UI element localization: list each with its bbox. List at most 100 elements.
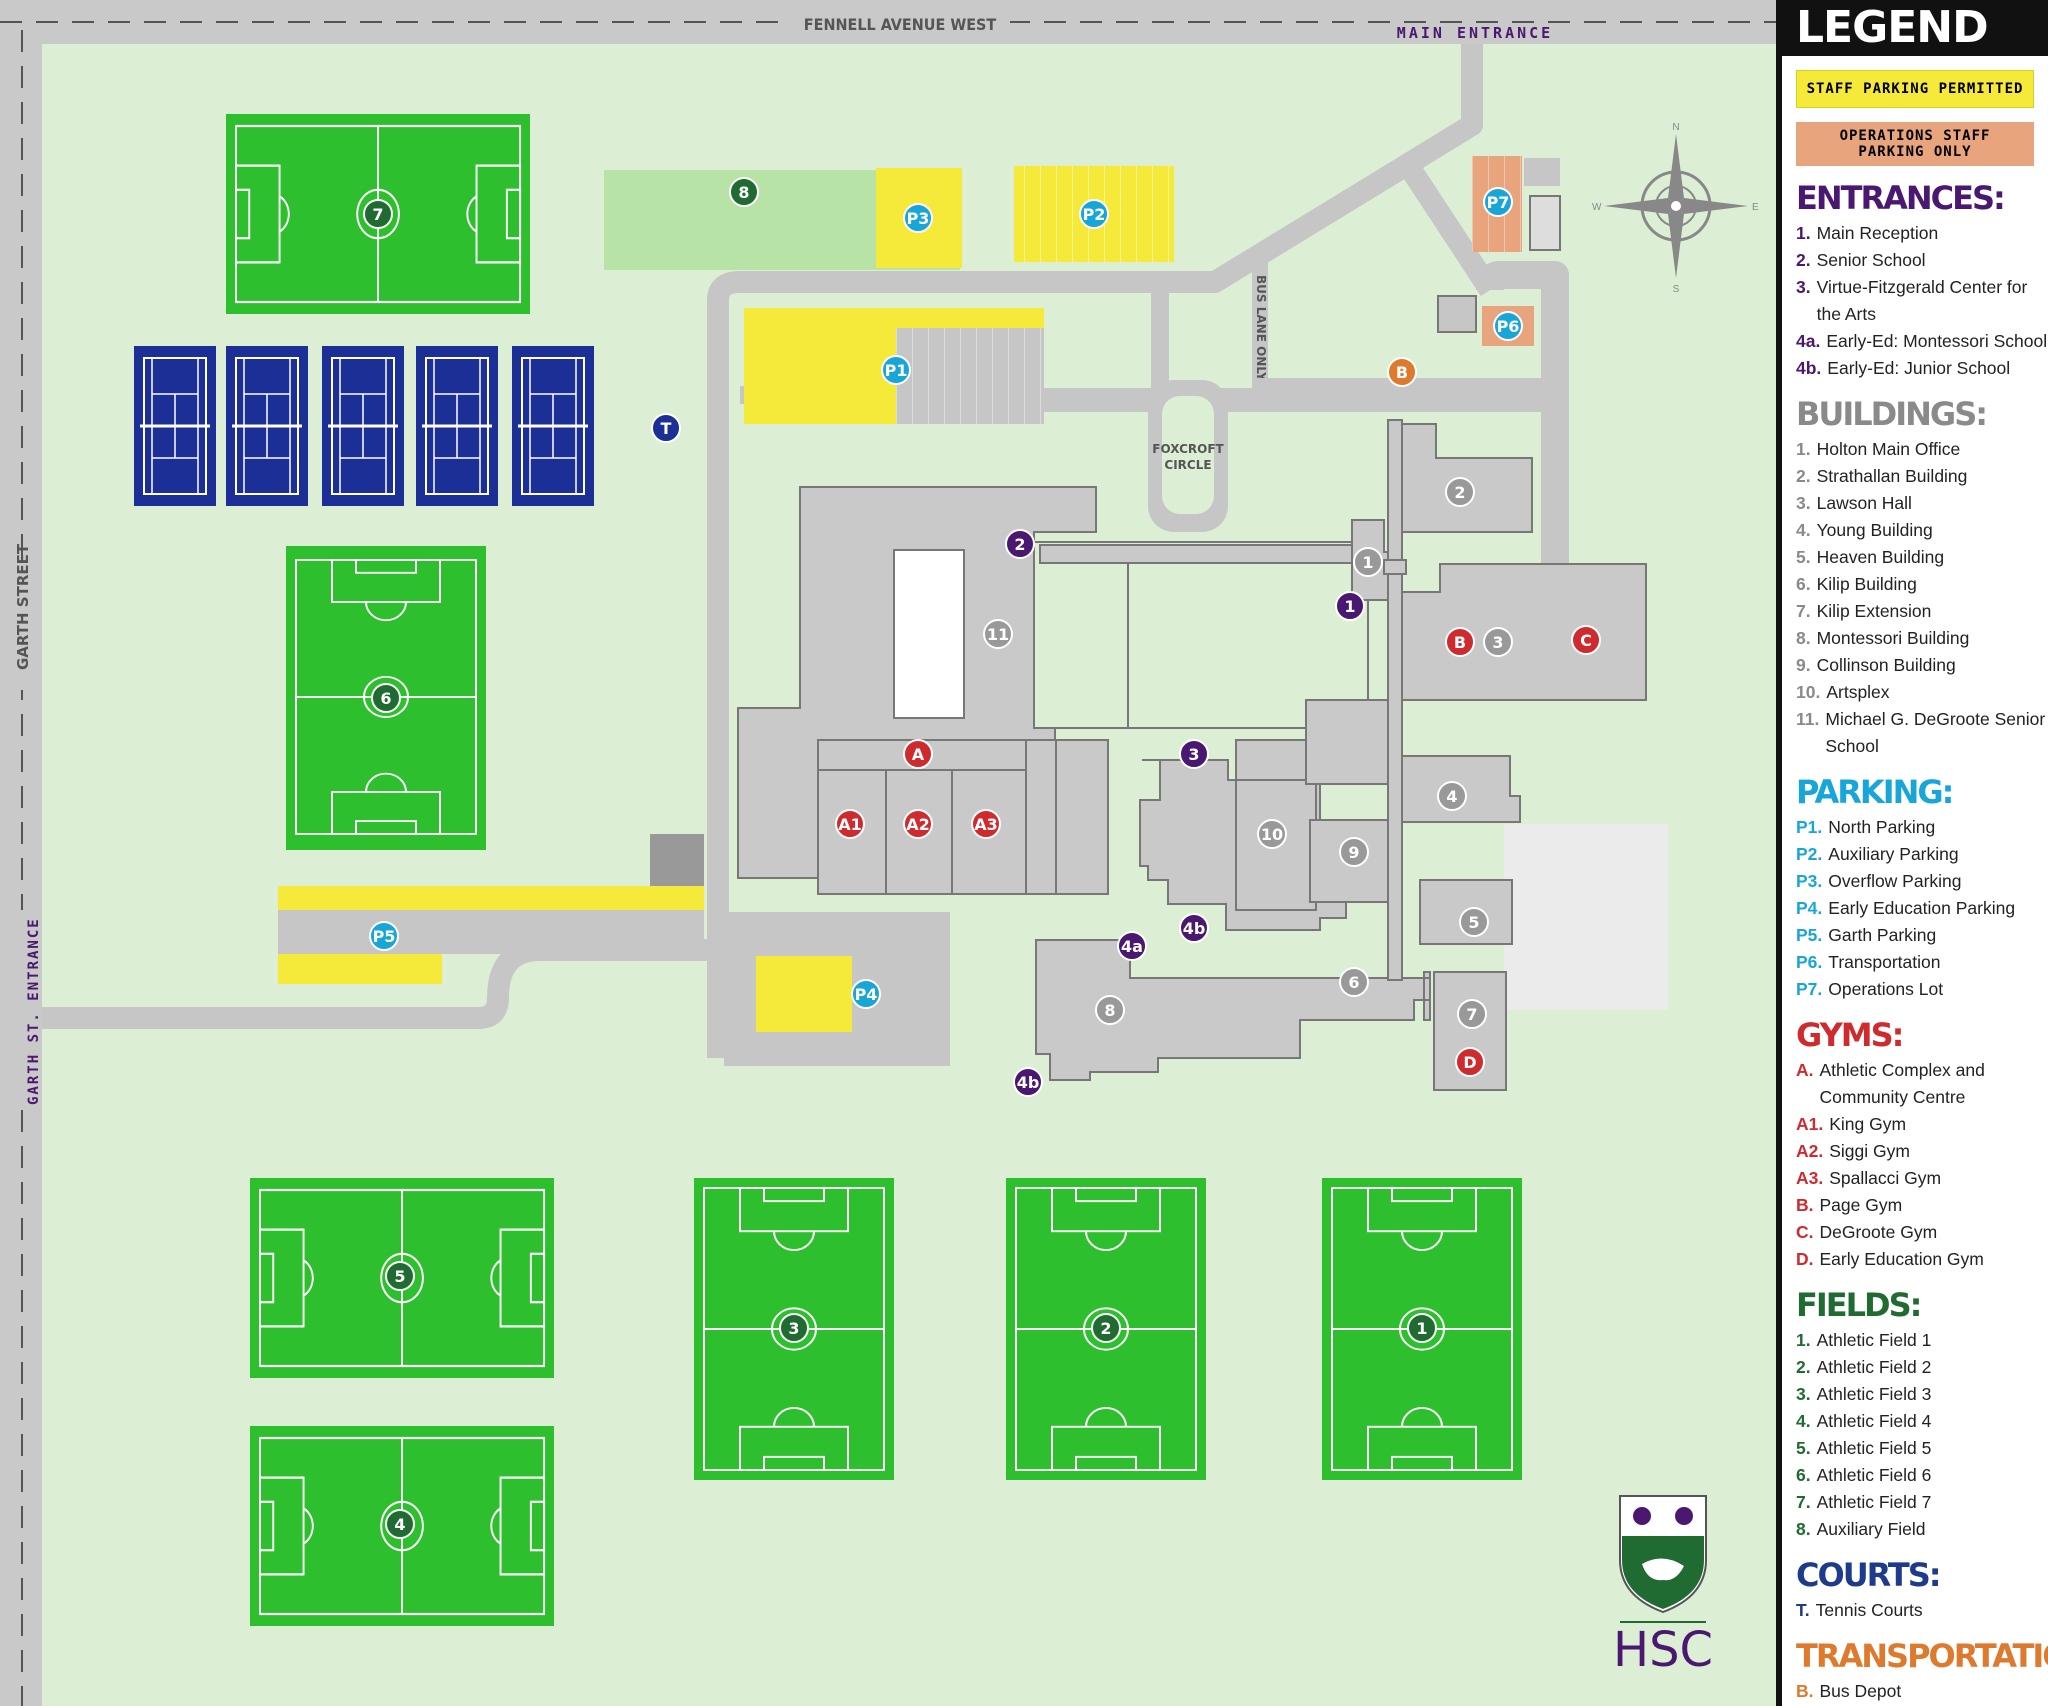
lot-p4 <box>756 956 852 1032</box>
field-marker-1-label: 1 <box>1416 1319 1427 1338</box>
legend-item-key: P2. <box>1796 844 1823 864</box>
legend-item-label: Heaven Building <box>1816 547 1945 567</box>
legend-item-buildings: 3.Lawson Hall <box>1796 490 2048 517</box>
legend-item-label: Athletic Field 7 <box>1816 1492 1932 1512</box>
tennis-marker: T <box>651 413 681 443</box>
legend-parking-heading: PARKING: <box>1796 773 1954 811</box>
compass-icon: N S E W <box>1592 122 1759 295</box>
legend-fields-heading: FIELDS: <box>1796 1286 1922 1324</box>
entrance-marker-3: 4a <box>1117 931 1147 961</box>
parking-marker-P7: P7 <box>1483 187 1513 217</box>
legend-item-label: Kilip Building <box>1816 574 1917 594</box>
parking-marker-P1: P1 <box>881 355 911 385</box>
field-marker-5: 5 <box>385 1261 415 1291</box>
legend-item-label: Young Building <box>1816 520 1933 540</box>
legend-item-fields: 6.Athletic Field 6 <box>1796 1462 2048 1489</box>
gym-marker-4-label: B <box>1454 633 1466 652</box>
hsc-crest-logo: HSC <box>1613 1495 1713 1678</box>
entrance-marker-5-label: 4b <box>1017 1073 1040 1092</box>
legend-item-entrances: 1.Main Reception <box>1796 220 2048 247</box>
building-marker-4: 4 <box>1437 781 1467 811</box>
legend-item-label: Bus Depot <box>1819 1681 1902 1701</box>
legend-item-fields: 2.Athletic Field 2 <box>1796 1354 2048 1381</box>
legend-item-parking: P1.North Parking <box>1796 814 2048 841</box>
parking-marker-P3-label: P3 <box>907 209 930 228</box>
legend-transportation: TRANSPORTATION:B.Bus Depot <box>1796 1638 2048 1705</box>
legend-item-label: Collinson Building <box>1816 655 1956 675</box>
entrance-marker-4-label: 4b <box>1183 919 1206 938</box>
legend-item-key: 8. <box>1796 1519 1811 1539</box>
building-marker-7-label: 7 <box>1466 1005 1477 1024</box>
legend-item-key: P7. <box>1796 979 1823 999</box>
legend-item-label: Holton Main Office <box>1816 439 1961 459</box>
parking-marker-P4-label: P4 <box>855 985 878 1004</box>
parking-marker-P7-label: P7 <box>1487 193 1510 212</box>
legend-item-label: Early Education Gym <box>1819 1249 1984 1269</box>
legend-item-label: King Gym <box>1829 1114 1907 1134</box>
legend-item-buildings: 4.Young Building <box>1796 517 2048 544</box>
legend-item-parking: P4.Early Education Parking <box>1796 895 2048 922</box>
bus-depot-marker-label: B <box>1396 363 1408 382</box>
legend-courts: COURTS:T.Tennis Courts <box>1796 1557 2048 1624</box>
legend-item-key: 11. <box>1796 709 1820 729</box>
compass-e: E <box>1752 202 1759 213</box>
legend-item-key: 1. <box>1796 223 1811 243</box>
legend-item-key: P4. <box>1796 898 1823 918</box>
legend-item-label: Senior School <box>1816 250 1926 270</box>
legend-entrances-heading: ENTRANCES: <box>1796 179 2006 217</box>
legend-gyms: GYMS:A.Athletic Complex and Community Ce… <box>1796 1017 2048 1273</box>
gym-marker-6-label: D <box>1463 1053 1476 1072</box>
gym-marker-3-label: A3 <box>974 815 998 834</box>
parking-marker-P2-label: P2 <box>1083 205 1106 224</box>
parking-marker-P4: P4 <box>851 979 881 1009</box>
field-marker-7-label: 7 <box>372 205 383 224</box>
legend-item-label: Auxiliary Field <box>1816 1519 1926 1539</box>
legend-item-courts: T.Tennis Courts <box>1796 1597 2048 1624</box>
legend-item-buildings: 6.Kilip Building <box>1796 571 2048 598</box>
building-marker-11-label: 11 <box>987 625 1009 644</box>
building-marker-4-label: 4 <box>1446 787 1457 806</box>
field-marker-6: 6 <box>371 683 401 713</box>
legend-item-parking: P3.Overflow Parking <box>1796 868 2048 895</box>
gym-marker-5: C <box>1571 625 1601 655</box>
legend-item-label: Montessori Building <box>1816 628 1970 648</box>
legend-item-buildings: 2.Strathallan Building <box>1796 463 2048 490</box>
legend-item-key: 2. <box>1796 466 1811 486</box>
legend-item-label: Strathallan Building <box>1816 466 1968 486</box>
gym-marker-4: B <box>1445 627 1475 657</box>
building-marker-5: 5 <box>1459 907 1489 937</box>
legend-item-label: Early-Ed: Montessori School <box>1826 331 2048 351</box>
legend-item-label: Athletic Field 4 <box>1816 1411 1932 1431</box>
parking-marker-P3: P3 <box>903 203 933 233</box>
parking-marker-P6-label: P6 <box>1497 317 1520 336</box>
legend-item-label: Page Gym <box>1819 1195 1903 1215</box>
gym-marker-0-label: A <box>912 745 925 764</box>
legend-item-key: P6. <box>1796 952 1823 972</box>
gym-marker-0: A <box>903 739 933 769</box>
legend-item-label: Athletic Complex and Community Centre <box>1819 1060 1985 1107</box>
entrance-marker-1-label: 2 <box>1014 535 1025 554</box>
legend-staff-parking: STAFF PARKING PERMITTED <box>1796 70 2034 108</box>
entrance-marker-5: 4b <box>1013 1067 1043 1097</box>
legend-item-parking: P5.Garth Parking <box>1796 922 2048 949</box>
legend-item-key: 3. <box>1796 1384 1811 1404</box>
entrance-marker-2-label: 3 <box>1188 745 1199 764</box>
building-marker-1: 1 <box>1353 547 1383 577</box>
legend-item-key: 6. <box>1796 1465 1811 1485</box>
field-marker-4: 4 <box>385 1509 415 1539</box>
legend-item-key: 1. <box>1796 1330 1811 1350</box>
building-marker-1-label: 1 <box>1362 553 1373 572</box>
legend-item-gyms: A.Athletic Complex and Community Centre <box>1796 1057 2048 1111</box>
legend-item-key: 5. <box>1796 1438 1811 1458</box>
field-marker-2-label: 2 <box>1100 1319 1111 1338</box>
gym-marker-1-label: A1 <box>838 815 862 834</box>
entrance-marker-2: 3 <box>1179 739 1209 769</box>
compass-s: S <box>1673 284 1680 295</box>
legend-item-key: A3. <box>1796 1168 1824 1188</box>
legend-item-label: Main Reception <box>1816 223 1939 243</box>
legend-item-parking: P2.Auxiliary Parking <box>1796 841 2048 868</box>
hsc-logo-text: HSC <box>1613 1622 1713 1678</box>
legend-gyms-heading: GYMS: <box>1796 1016 1904 1054</box>
